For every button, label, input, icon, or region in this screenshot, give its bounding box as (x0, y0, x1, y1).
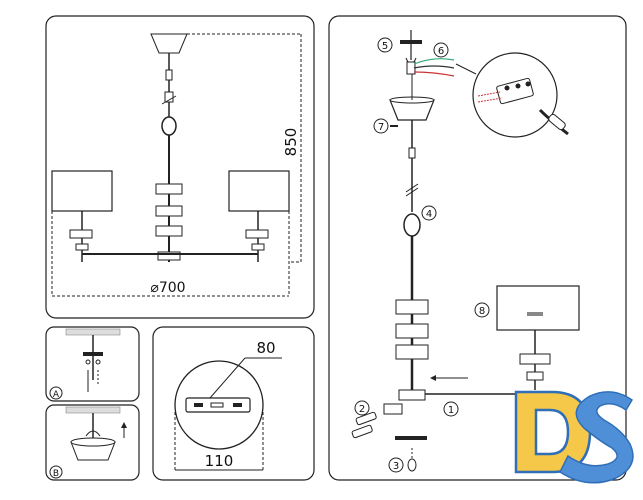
bracket-slot-right (233, 403, 242, 407)
shade-lamp-collar (526, 371, 544, 381)
screw-part-1 (355, 411, 377, 426)
rod-break-mark (161, 95, 177, 105)
stem-segment-1 (155, 183, 183, 195)
bottom-plate (395, 436, 427, 440)
assembly-rod-connector (408, 147, 416, 159)
logo-letter-d (514, 390, 592, 474)
callout-1-label: 1 (448, 405, 454, 416)
callout-5: 5 (377, 37, 393, 53)
arm-clamp (383, 403, 403, 415)
assembly-segment-3 (395, 344, 429, 360)
logo-letter-s (559, 391, 634, 484)
detail-a-ceiling (65, 328, 121, 336)
wire-green (413, 58, 455, 65)
callout-6-label: 6 (438, 46, 444, 57)
detail-a-letter: A (53, 390, 60, 400)
callout-7: 7 (373, 118, 398, 134)
callout-4: 4 (421, 205, 437, 221)
right-lamp-collar (251, 243, 265, 251)
plate-width-label: 80 (256, 339, 275, 357)
callout-6: 6 (433, 42, 449, 58)
left-lamp-ring (69, 229, 93, 239)
stem-base (157, 251, 181, 261)
magnifier-link (455, 63, 477, 75)
width-leader (209, 357, 246, 399)
panel-detail-b-frame (45, 404, 140, 481)
screw-part-2 (351, 424, 373, 439)
terminal-screw-3 (525, 81, 531, 87)
callout-8: 8 (474, 302, 490, 318)
stem-segment-2 (155, 205, 183, 217)
assembly-segment-2 (395, 323, 429, 339)
detail-a-nut-left (85, 359, 91, 365)
bracket-slot-center (210, 402, 224, 408)
panel-main-frame (45, 15, 315, 319)
arm-insert-arrow-icon (430, 375, 436, 381)
ds-logo (514, 390, 634, 484)
rod-break (164, 91, 174, 103)
panel-plate-frame (152, 326, 315, 481)
detail-a-nut-right (95, 359, 101, 365)
panel-assembly-frame (328, 15, 627, 481)
terminal-red-wire-2 (477, 97, 503, 103)
callout-2: 2 (354, 400, 370, 416)
right-shade (228, 170, 290, 212)
detail-b-wires (85, 430, 101, 437)
right-lamp-ring (245, 229, 269, 239)
hanging-ring (161, 116, 177, 136)
detail-b-letter: B (53, 469, 59, 479)
ceiling-canopy (150, 33, 188, 54)
stem-segment-3 (155, 225, 183, 237)
detail-b-canopy-rim (70, 437, 116, 447)
shade-holder (527, 312, 543, 316)
left-lamp-collar (75, 243, 89, 251)
callout-3: 3 (388, 457, 404, 473)
assembly-ring (403, 213, 421, 237)
callout-4-label: 4 (426, 209, 432, 220)
callout-1: 1 (443, 401, 459, 417)
screwdriver-handle (548, 113, 566, 131)
bottom-finial (407, 458, 417, 472)
bracket-slot-left (194, 403, 203, 407)
callout-2-label: 2 (359, 404, 365, 415)
assembly-base (398, 389, 426, 401)
hook-bracket (400, 40, 422, 44)
detail-b-arrow-icon (121, 422, 127, 428)
assembly-rod-break-2 (405, 187, 419, 197)
assembly-segment-1 (395, 299, 429, 315)
detail-b-ceiling (65, 406, 121, 414)
terminal-screw-1 (504, 85, 510, 91)
callout-8-label: 8 (479, 306, 485, 317)
plate-height-label: 110 (205, 452, 234, 470)
assembly-rod-break (405, 183, 419, 193)
terminal-screw-2 (515, 83, 521, 89)
callout-5-label: 5 (382, 41, 388, 52)
left-shade (51, 170, 113, 212)
detail-b-badge (49, 465, 63, 479)
assembly-shade (496, 285, 580, 331)
terminal-red-wire (477, 91, 501, 97)
height-label: 850 (282, 128, 300, 157)
diameter-label: ⌀700 (150, 280, 185, 296)
callout-3-label: 3 (393, 461, 399, 472)
shade-lamp-ring (519, 353, 551, 365)
terminal-block (496, 77, 534, 105)
detail-a-bracket (83, 352, 103, 356)
wire-black (413, 65, 455, 69)
detail-a-badge (49, 386, 63, 400)
wire-red (413, 71, 455, 77)
rod-connector (165, 69, 173, 81)
panel-detail-a-frame (45, 326, 140, 402)
wire-connector (406, 61, 416, 75)
callout-7-label: 7 (378, 122, 384, 133)
